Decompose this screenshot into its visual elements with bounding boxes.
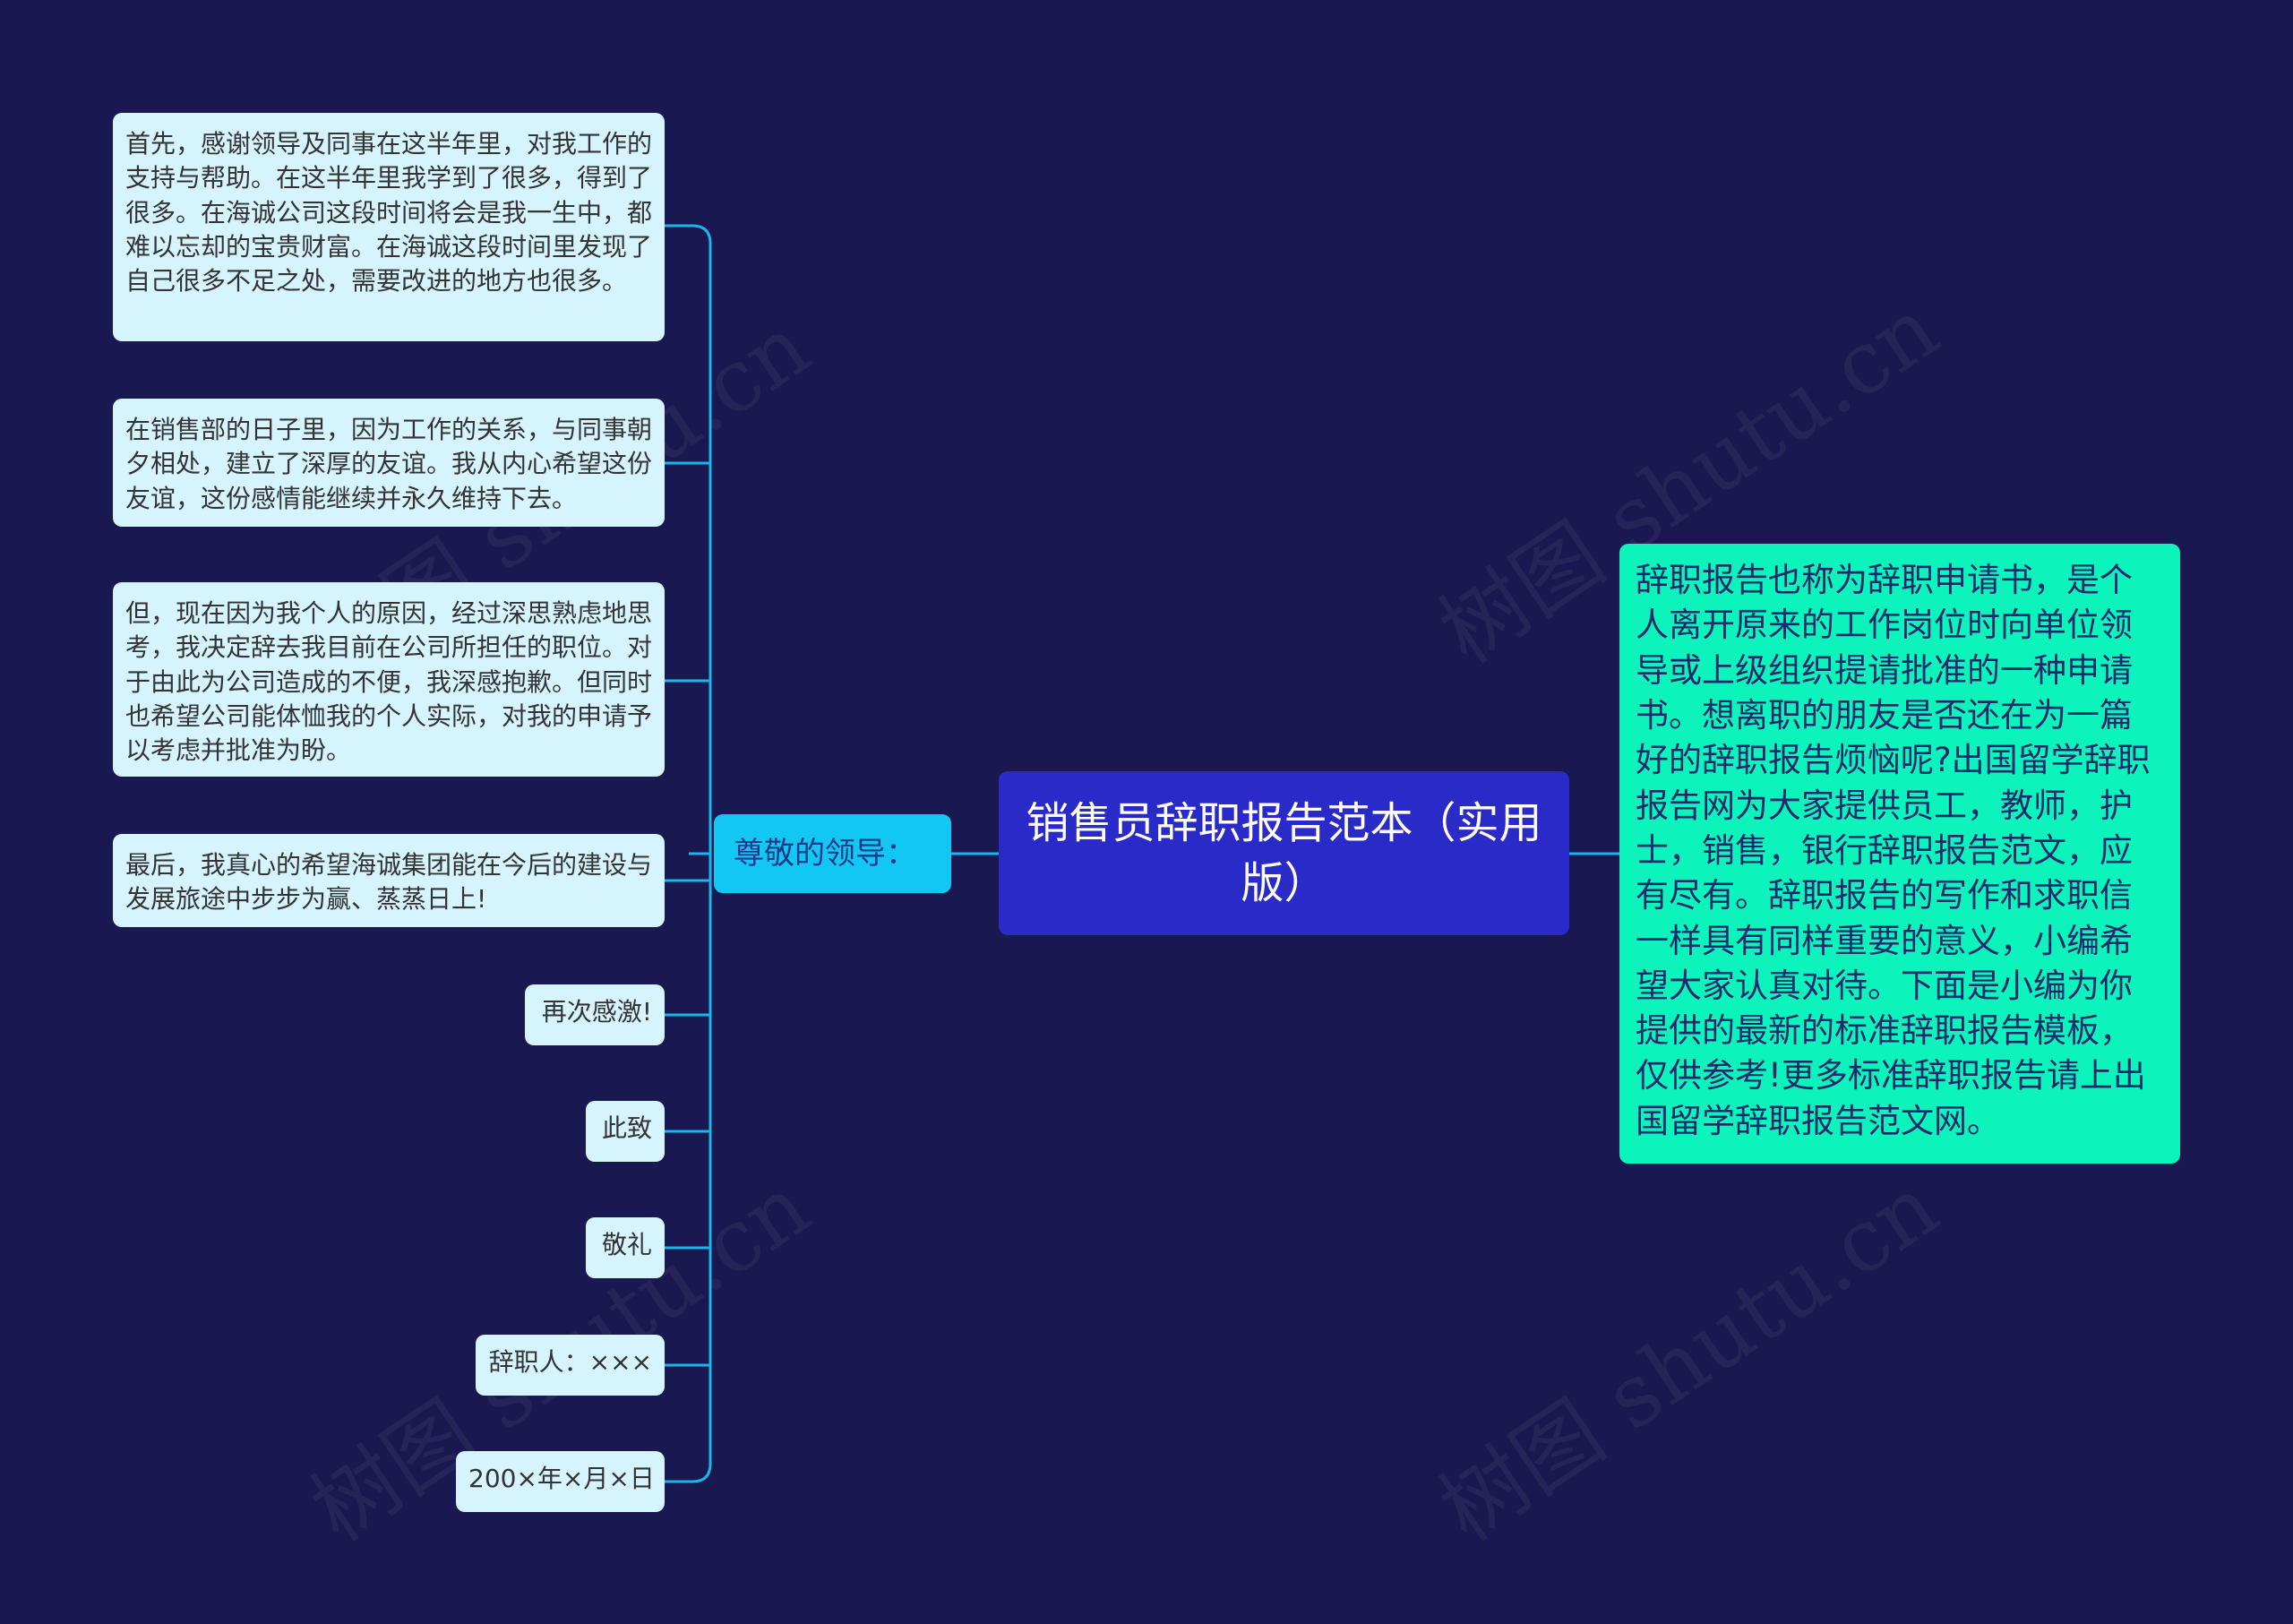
leaf-text: 辞职人：×××: [488, 1347, 652, 1377]
connector-spine-bottom: [665, 854, 712, 1483]
leaf-node-thanks[interactable]: 首先，感谢领导及同事在这半年里，对我工作的支持与帮助。在这半年里我学到了很多，得…: [113, 113, 665, 341]
leaf-text: 此致: [601, 1113, 652, 1143]
leaf-node-best-wishes[interactable]: 最后，我真心的希望海诚集团能在今后的建设与发展旅途中步步为赢、蒸蒸日上!: [113, 834, 665, 927]
branch-node-greeting[interactable]: 尊敬的领导：: [714, 814, 951, 893]
leaf-node-salutation[interactable]: 此致: [586, 1101, 665, 1162]
connector-spine-top: [665, 224, 712, 854]
leaf-text: 在销售部的日子里，因为工作的关系，与同事朝夕相处，建立了深厚的友谊。我从内心希望…: [125, 415, 653, 513]
leaf-text: 敬礼: [601, 1230, 652, 1259]
leaf-text: 200×年×月×日: [468, 1464, 655, 1493]
branch-label: 尊敬的领导：: [734, 835, 916, 872]
leaf-text: 首先，感谢领导及同事在这半年里，对我工作的支持与帮助。在这半年里我学到了很多，得…: [125, 129, 653, 296]
leaf-node-date[interactable]: 200×年×月×日: [456, 1451, 665, 1512]
root-topic[interactable]: 销售员辞职报告范本（实用版）: [999, 771, 1569, 935]
leaf-text: 但，现在因为我个人的原因，经过深思熟虑地思考，我决定辞去我目前在公司所担任的职位…: [125, 598, 653, 766]
description-node[interactable]: 辞职报告也称为辞职申请书，是个人离开原来的工作岗位时向单位领导或上级组织提请批准…: [1619, 544, 2180, 1164]
root-topic-label: 销售员辞职报告范本（实用版）: [1026, 798, 1542, 908]
leaf-text: 最后，我真心的希望海诚集团能在今后的建设与发展旅途中步步为赢、蒸蒸日上!: [125, 850, 653, 915]
description-text: 辞职报告也称为辞职申请书，是个人离开原来的工作岗位时向单位领导或上级组织提请批准…: [1636, 561, 2151, 1140]
leaf-node-regards[interactable]: 敬礼: [586, 1217, 665, 1278]
leaf-node-signature[interactable]: 辞职人：×××: [476, 1335, 665, 1396]
leaf-node-friendship[interactable]: 在销售部的日子里，因为工作的关系，与同事朝夕相处，建立了深厚的友谊。我从内心希望…: [113, 399, 665, 527]
leaf-text: 再次感激!: [541, 997, 652, 1027]
leaf-node-thanks-again[interactable]: 再次感激!: [525, 984, 665, 1045]
leaf-node-resignation-reason[interactable]: 但，现在因为我个人的原因，经过深思熟虑地思考，我决定辞去我目前在公司所担任的职位…: [113, 582, 665, 777]
